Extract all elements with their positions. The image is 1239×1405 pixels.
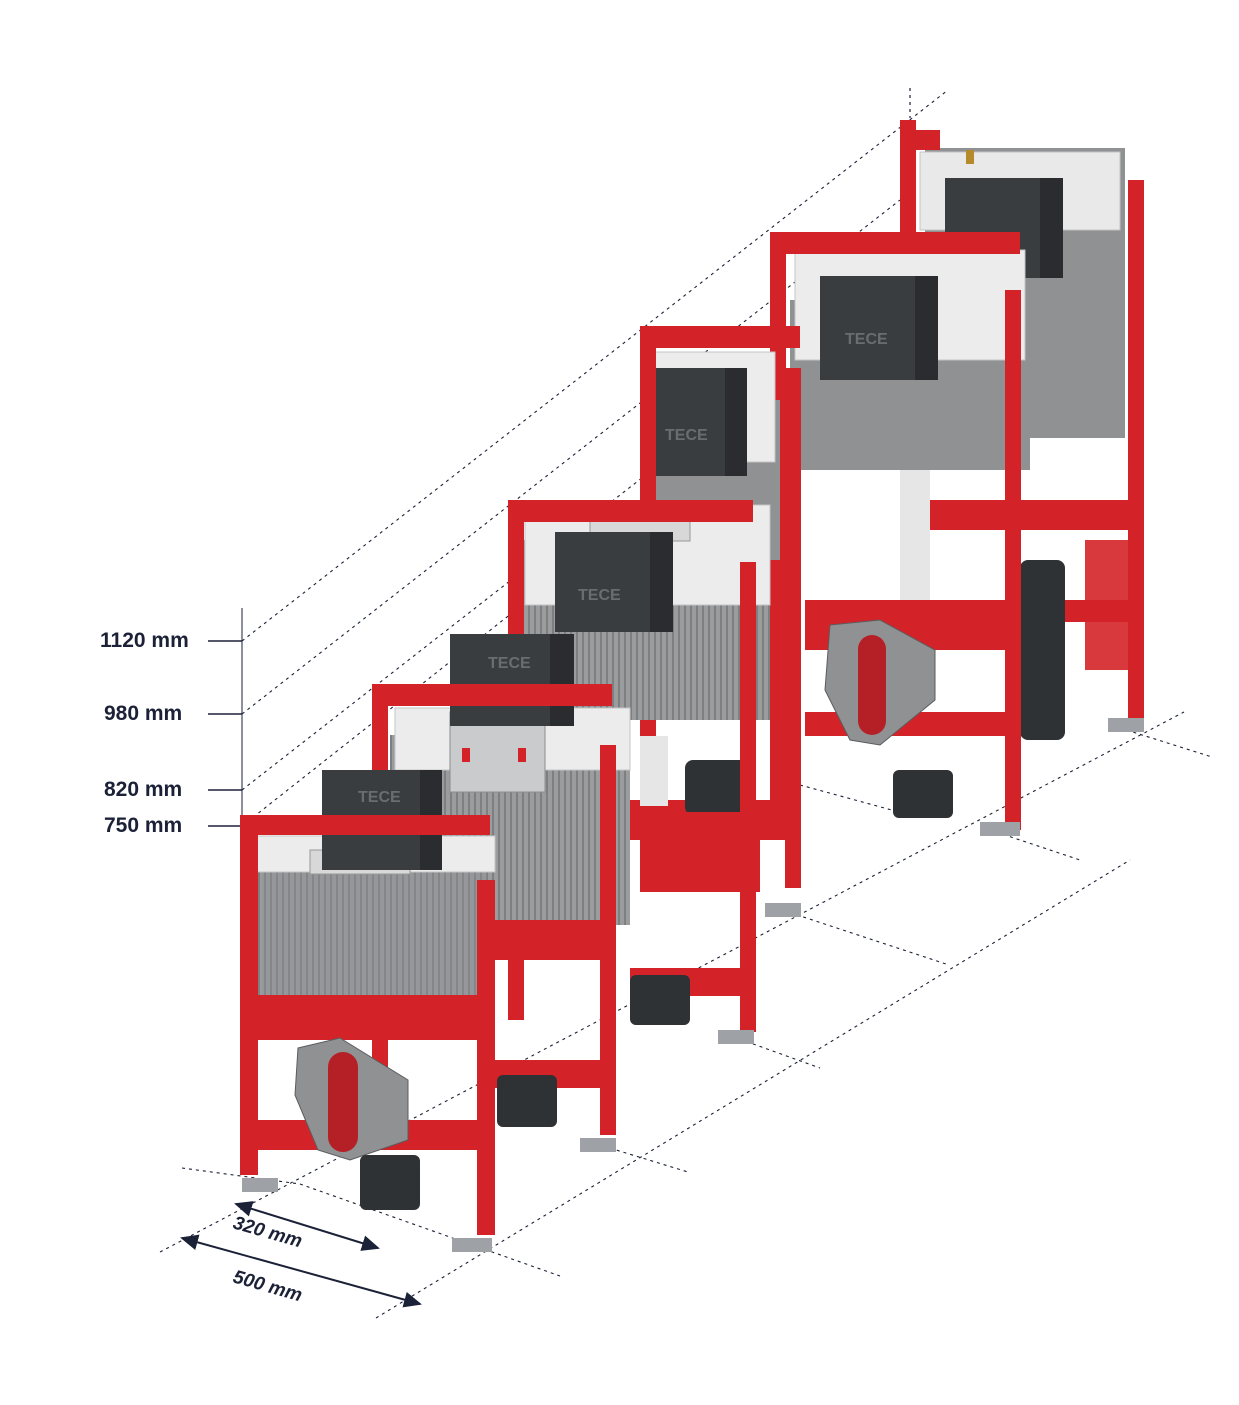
brand-mark: TECE bbox=[578, 587, 621, 604]
brand-mark: TECE bbox=[358, 789, 401, 806]
frame-1120a: TECE bbox=[770, 232, 1030, 836]
brand-mark: TECE bbox=[665, 427, 708, 444]
brand-mark: TECE bbox=[845, 331, 888, 348]
depth-500-label: 500 mm bbox=[231, 1267, 305, 1307]
brand-mark: TECE bbox=[488, 655, 531, 672]
height-label-1120: 1120 mm bbox=[100, 629, 189, 652]
height-label-750: 750 mm bbox=[104, 814, 183, 837]
frame-750: TECE bbox=[240, 770, 496, 1252]
height-label-980: 980 mm bbox=[104, 702, 183, 725]
depth-500-arrow bbox=[180, 1234, 422, 1308]
depth-320-label: 320 mm bbox=[231, 1213, 305, 1253]
height-label-820: 820 mm bbox=[104, 778, 183, 801]
